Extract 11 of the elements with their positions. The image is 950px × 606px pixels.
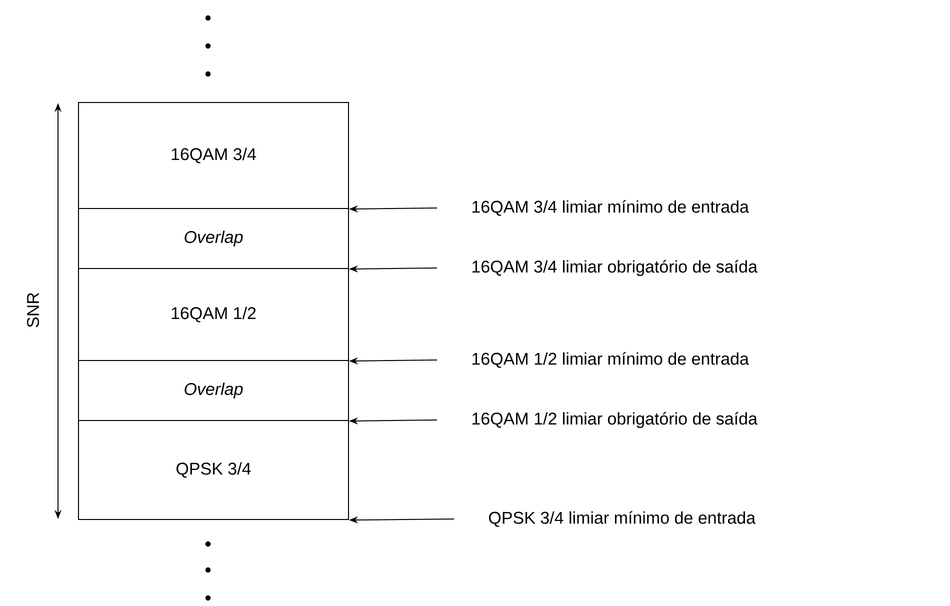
threshold-label: 16QAM 3/4 limiar mínimo de entrada	[472, 200, 749, 216]
band-box: Overlap	[78, 360, 349, 421]
threshold-label: 16QAM 3/4 limiar obrigatório de saída	[472, 260, 758, 276]
threshold-label: 16QAM 1/2 limiar mínimo de entrada	[472, 352, 749, 368]
band-box: 16QAM 1/2	[78, 268, 349, 361]
band-box: Overlap	[78, 208, 349, 269]
band-box: 16QAM 3/4	[78, 102, 349, 209]
axis-label: SNR	[26, 292, 40, 328]
threshold-label: 16QAM 1/2 limiar obrigatório de saída	[472, 412, 758, 428]
threshold-label: QPSK 3/4 limiar mínimo de entrada	[489, 511, 756, 527]
band-box: QPSK 3/4	[78, 420, 349, 520]
